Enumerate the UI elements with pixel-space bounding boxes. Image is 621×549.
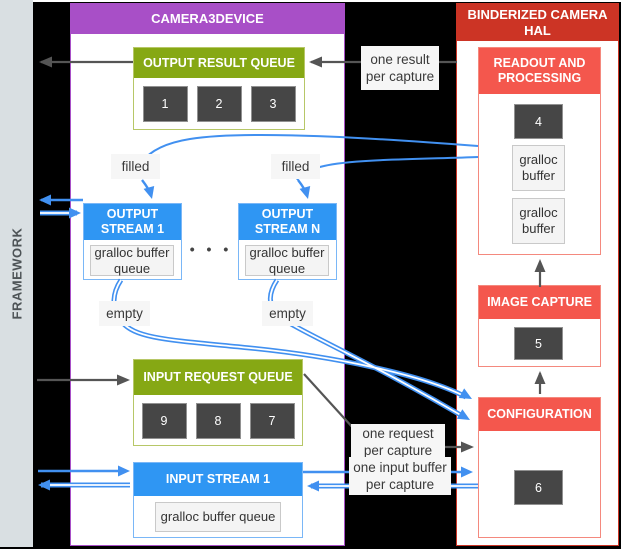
input-request-queue-title: INPUT REQUEST QUEUE [134,360,302,395]
camera3device-title: CAMERA3DEVICE [71,4,344,34]
result-item: 2 [196,86,242,122]
input-stream-1-title: INPUT STREAM 1 [134,463,302,496]
request-item: 8 [195,403,241,439]
filled-label-1: filled [111,154,160,179]
configuration-item: 6 [514,470,563,505]
input-stream-1: INPUT STREAM 1 gralloc buffer queue [133,462,303,538]
output-result-queue: OUTPUT RESULT QUEUE 1 2 3 [133,47,305,130]
empty-label-2: empty [262,301,313,326]
image-capture-title: IMAGE CAPTURE [479,286,600,319]
output-stream-n-title: OUTPUT STREAM N [239,204,336,240]
stream-ellipsis: • • • [189,241,233,257]
configuration-title: CONFIGURATION [479,398,600,431]
empty-label-1: empty [99,301,150,326]
filled-label-2: filled [271,154,320,179]
image-capture-item: 5 [514,327,563,360]
output-stream-n-buffer-queue: gralloc buffer queue [245,245,329,276]
result-item: 3 [250,86,296,122]
readout-and-processing: READOUT AND PROCESSING 4 gralloc buffer … [478,47,601,255]
input-request-queue-items: 9 8 7 [134,403,302,439]
readout-title: READOUT AND PROCESSING [479,48,600,94]
readout-item: 4 [514,104,563,139]
bottom-edge [0,0,621,2]
binderized-hal-title: BINDERIZED CAMERA HAL [457,4,618,41]
one-input-buffer-per-capture-label: one input buffer per capture [349,457,451,495]
image-capture: IMAGE CAPTURE 5 [478,285,601,367]
request-item: 7 [249,403,295,439]
output-stream-1-title: OUTPUT STREAM 1 [84,204,181,240]
framework-label: FRAMEWORK [9,227,25,320]
readout-gralloc-buffer-1: gralloc buffer [512,145,565,191]
configuration: CONFIGURATION 6 [478,397,601,538]
one-request-per-capture-label: one request per capture [351,424,445,460]
framework-bar: FRAMEWORK [0,0,33,547]
request-item: 9 [141,403,187,439]
result-item: 1 [142,86,188,122]
input-stream-1-buffer-queue: gralloc buffer queue [155,502,281,532]
input-request-queue: INPUT REQUEST QUEUE 9 8 7 [133,359,303,446]
output-result-queue-title: OUTPUT RESULT QUEUE [134,48,304,78]
output-result-queue-items: 1 2 3 [134,86,304,122]
readout-gralloc-buffer-2: gralloc buffer [512,198,565,244]
output-stream-n: OUTPUT STREAM N gralloc buffer queue [238,203,337,280]
output-stream-1-buffer-queue: gralloc buffer queue [90,245,174,276]
output-stream-1: OUTPUT STREAM 1 gralloc buffer queue [83,203,182,280]
one-result-per-capture-label: one result per capture [361,46,439,90]
